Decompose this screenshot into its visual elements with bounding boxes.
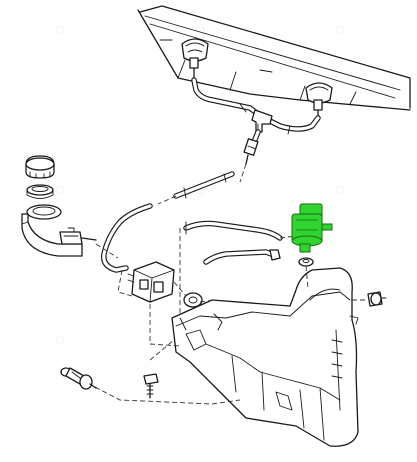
level-sensor-bracket [127,261,175,303]
mounting-bolt [143,373,159,399]
washer-jet-right [305,82,333,119]
check-valve [243,129,261,165]
grommet [183,292,203,308]
level-switch [60,367,97,390]
hood-panel [137,5,411,111]
filler-cap-seal [26,184,54,199]
filler-cap [25,155,55,179]
feed-hose [101,163,247,273]
washer-reservoir [171,267,359,447]
jet-hoses [191,77,321,135]
filler-neck [21,204,97,257]
pump-hoses [183,220,297,265]
hose-connector-tee [251,109,273,133]
assembly-lines [73,228,368,405]
pump-seal [298,257,314,267]
washer-pump [291,203,333,253]
reservoir-plug [367,291,387,307]
washer-jet-left [181,38,209,81]
